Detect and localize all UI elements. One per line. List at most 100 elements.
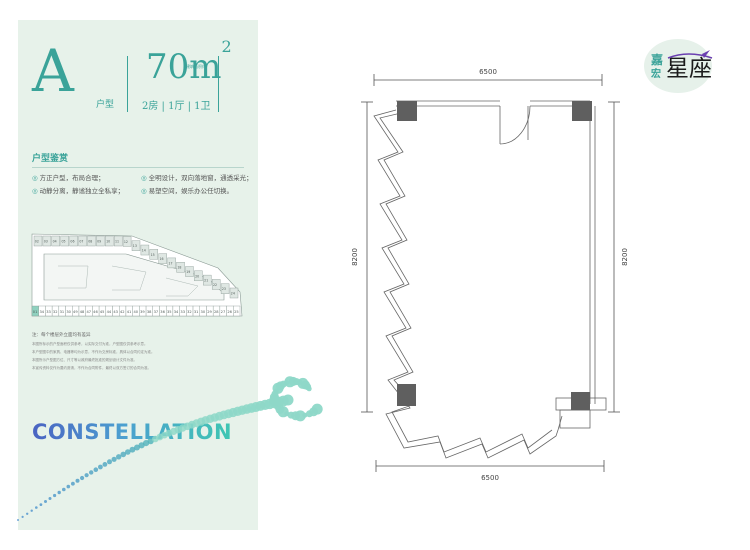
svg-text:8200: 8200 bbox=[621, 248, 629, 266]
site-plan-unit-label: 32 bbox=[187, 310, 192, 314]
note-line: 本图所标示的户型面积仅供参考，以实际交付为准，户型图仅供参考示意。 bbox=[32, 342, 148, 346]
bubble-decoration bbox=[62, 487, 66, 492]
site-plan-unit-label: 40 bbox=[133, 310, 138, 314]
site-plan-unit-label: 38 bbox=[147, 310, 152, 314]
svg-text:6500: 6500 bbox=[481, 474, 499, 482]
bubble-decoration bbox=[134, 444, 140, 451]
site-plan-unit-label: 33 bbox=[180, 310, 185, 314]
bubble-decoration bbox=[282, 394, 294, 406]
site-plan-unit-label: 25 bbox=[234, 310, 239, 314]
site-plan-unit-label: 36 bbox=[160, 310, 165, 314]
bubble-decoration bbox=[66, 484, 71, 489]
site-plan-unit-label: 02 bbox=[35, 240, 39, 244]
feature-item: ◎动静分离，静谧独立全私享； bbox=[32, 187, 125, 195]
svg-text:宏: 宏 bbox=[651, 67, 661, 80]
site-plan-unit-label: 15 bbox=[151, 253, 155, 257]
site-plan-unit bbox=[167, 257, 176, 269]
site-plan-unit bbox=[42, 235, 52, 247]
site-plan-unit bbox=[229, 287, 239, 299]
site-plan-unit bbox=[149, 249, 159, 260]
site-plan-unit bbox=[113, 235, 123, 247]
site-plan-unit-label: 11 bbox=[115, 240, 119, 244]
site-plan-unit-label: 07 bbox=[79, 240, 83, 244]
site-plan-unit-label: 45 bbox=[100, 310, 105, 314]
notes-title: 注：每个楼层外立面均有差异 bbox=[32, 333, 91, 338]
site-plan-unit-label: 23 bbox=[222, 287, 226, 291]
site-plan-unit-label: 10 bbox=[106, 240, 110, 244]
bubble-decoration bbox=[53, 493, 57, 498]
floor-plan: 6500 6500 8200 8200 bbox=[351, 68, 629, 482]
site-plan-unit-label: 09 bbox=[97, 240, 101, 244]
site-plan-unit-label: 34 bbox=[174, 310, 179, 314]
bubble-decoration bbox=[89, 470, 94, 475]
svg-text:8200: 8200 bbox=[351, 248, 359, 266]
site-plan-unit-label: 30 bbox=[201, 310, 206, 314]
site-plan-unit-label: 19 bbox=[186, 270, 190, 274]
bubble-decoration bbox=[294, 410, 306, 422]
site-plan-unit-label: 49 bbox=[73, 310, 78, 314]
site-plan-unit bbox=[233, 305, 241, 317]
site-plan-unit-label: 13 bbox=[133, 244, 137, 248]
site-plan-unit-label: 24 bbox=[231, 292, 235, 296]
unit-letter: A bbox=[32, 37, 74, 105]
bubble-decoration bbox=[26, 512, 29, 515]
site-plan-unit-label: 01 bbox=[33, 310, 38, 314]
site-plan-unit bbox=[131, 240, 141, 251]
site-plan-unit bbox=[158, 253, 167, 264]
site-plan-unit-label: 43 bbox=[113, 310, 118, 314]
note-line: 本宣传资料仅作为要约邀请，不作为合同附件，最终以双方签订的合同为准。 bbox=[32, 366, 151, 370]
site-plan-unit bbox=[220, 283, 230, 294]
info-panel: A 户型 70m2 建筑面积约 2房 | 1厅 | 1卫 户型鉴赏 ◎方正户型，… bbox=[18, 20, 258, 530]
bubble-decoration bbox=[44, 500, 47, 503]
bubble-decoration bbox=[17, 519, 19, 521]
site-plan-unit-label: 21 bbox=[204, 279, 208, 283]
site-plan-unit bbox=[203, 274, 212, 286]
site-plan-unit-label: 14 bbox=[142, 249, 146, 253]
site-plan-unit-label: 35 bbox=[167, 310, 172, 314]
bubble-decoration bbox=[80, 475, 85, 481]
svg-text:星座: 星座 bbox=[666, 56, 712, 82]
site-plan-unit bbox=[69, 235, 78, 247]
site-plan-unit-label: 47 bbox=[86, 310, 91, 314]
divider bbox=[127, 56, 128, 112]
site-plan-unit bbox=[33, 235, 43, 247]
section-title: 户型鉴赏 bbox=[32, 154, 69, 164]
site-plan-unit-label: 08 bbox=[88, 240, 92, 244]
note-line: 本图所示户型图方位、尺寸等以政府最终批准的规划设计文件为准。 bbox=[32, 358, 137, 362]
site-plan-unit-label: 27 bbox=[221, 310, 226, 314]
site-plan-unit-label: 31 bbox=[194, 310, 199, 314]
bubble-decoration bbox=[39, 503, 43, 506]
site-plan-unit bbox=[60, 235, 69, 247]
site-plan-unit-label: 39 bbox=[140, 310, 145, 314]
bubble-decoration bbox=[84, 473, 89, 478]
site-plan-unit-label: 06 bbox=[70, 240, 74, 244]
bubble-decoration bbox=[116, 454, 122, 460]
feature-item: ◎全明设计，双向落地窗，通透采光； bbox=[141, 174, 253, 182]
site-plan-unit-label: 46 bbox=[93, 310, 98, 314]
bubble-decoration bbox=[107, 459, 112, 465]
site-plan-unit-label: 37 bbox=[154, 310, 159, 314]
site-plan-unit-label: 41 bbox=[127, 310, 132, 314]
site-plan-unit-label: 30 bbox=[66, 310, 71, 314]
divider bbox=[218, 56, 219, 112]
bubble-decoration bbox=[35, 506, 38, 509]
bubble-decoration bbox=[93, 467, 99, 473]
site-plan-unit-label: 26 bbox=[227, 310, 232, 314]
svg-text:6500: 6500 bbox=[479, 68, 497, 76]
site-plan-unit bbox=[176, 262, 185, 273]
site-plan-unit-label: 34 bbox=[40, 310, 45, 314]
site-plan-unit bbox=[122, 236, 132, 247]
bubble-decoration bbox=[311, 403, 323, 415]
site-plan-unit bbox=[194, 270, 203, 282]
site-plan-unit bbox=[211, 279, 221, 290]
site-plan-unit-label: 32 bbox=[53, 310, 58, 314]
site-plan-unit-label: 22 bbox=[213, 283, 217, 287]
site-plan-unit-label: 29 bbox=[207, 310, 212, 314]
bubble-decoration bbox=[98, 464, 103, 470]
area-caption: 建筑面积约 bbox=[186, 64, 206, 69]
bubble-decoration bbox=[21, 515, 24, 519]
site-plan-unit-label: 48 bbox=[80, 310, 85, 314]
bubble-decoration bbox=[48, 497, 52, 500]
site-plan-unit bbox=[96, 235, 105, 247]
brand-logo: 嘉 宏 星座 bbox=[644, 39, 713, 93]
